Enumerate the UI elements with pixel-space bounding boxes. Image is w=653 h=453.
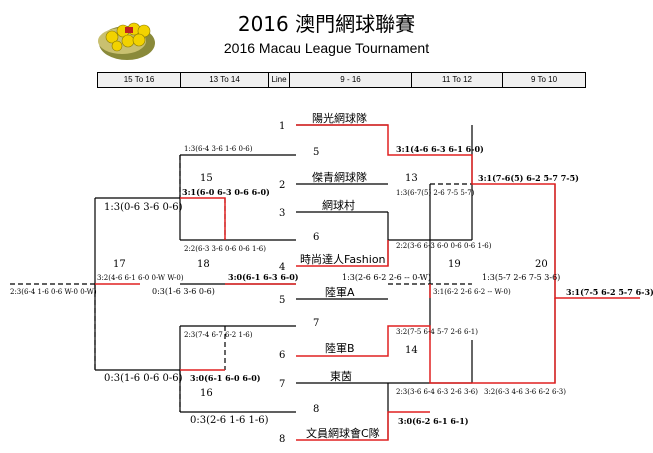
column-header-bar: 15 To 16 13 To 14 Line 9 - 16 11 To 12 9… [97, 72, 586, 88]
match-number: 17 [113, 259, 126, 270]
score: 1:3(2-6 6-2 2-6 -- 0-W) [342, 273, 431, 282]
score: 3:1(6-0 6-3 0-6 6-0) [182, 187, 270, 197]
match-number: 16 [200, 388, 213, 399]
team-name: 陽光網球隊 [312, 111, 367, 125]
line-number: 4 [279, 262, 285, 273]
line-number: 8 [279, 434, 285, 445]
winner-path [296, 240, 389, 267]
score: 1:3(6-7(5) 2-6 7-5 5-7) [396, 189, 475, 197]
winner-path [296, 411, 430, 441]
score: 2:3(7-4 6-7 6-2 1-6) [184, 331, 253, 339]
score: 3:0(6-1 6-3 6-0) [228, 272, 299, 282]
match-number: 18 [197, 259, 210, 270]
score: 2:2(3-6 6-3 6-0 0-6 0-6 1-6) [396, 242, 492, 250]
score: 0:3(1-6 0-6 0-6) [104, 373, 183, 384]
column-header: 9 - 16 [290, 73, 412, 87]
match-number: 13 [405, 173, 418, 184]
winner-path [180, 197, 226, 240]
score: 3:2(4-6 6-1 6-0 0-W W-0) [97, 274, 184, 282]
team-name: 傑青網球隊 [312, 170, 367, 184]
column-header: 15 To 16 [98, 73, 181, 87]
match-number: 8 [313, 404, 319, 415]
score: 0:3(2-6 1-6 1-6) [190, 415, 269, 426]
score: 1:3(5-7 2-6 7-5 3-6) [482, 273, 560, 282]
score: 2:3(6-4 1-6 0-6 W-0 0-W) [10, 288, 97, 296]
team-name: 陸軍B [325, 342, 355, 355]
match-number: 7 [313, 318, 319, 329]
team-name: 東茵 [330, 370, 352, 383]
winner-path [296, 124, 640, 299]
line-number: 6 [279, 350, 285, 361]
team-name: 文員網球會C隊 [306, 426, 380, 440]
column-header: Line [269, 73, 290, 87]
score: 0:3(1-6 3-6 0-6) [152, 287, 215, 296]
match-number: 5 [313, 147, 319, 158]
score: 3:2(6-3 4-6 3-6 6-2 6-3) [484, 388, 566, 396]
column-header: 13 To 14 [181, 73, 269, 87]
line-number: 3 [279, 208, 285, 219]
score: 3:1(7-5 6-2 5-7 6-3) [566, 287, 653, 297]
line-number: 5 [279, 295, 285, 306]
team-name: 網球村 [322, 198, 355, 212]
score: 3:0(6-2 6-1 6-1) [398, 416, 469, 426]
score: 2:3(3-6 6-4 6-3 2-6 3-6) [396, 388, 478, 396]
match-number: 14 [405, 345, 418, 356]
score: 1:3(6-4 3-6 1-6 0-6) [184, 145, 253, 153]
score: 3:1(4-6 6-3 6-1 6-0) [396, 144, 484, 154]
team-name: 陸軍A [325, 286, 355, 299]
score: 3:2(7-5 6-4 5-7 2-6 6-1) [396, 328, 478, 336]
winner-path [296, 298, 556, 384]
line-number: 2 [279, 180, 285, 191]
score: 3:0(6-1 6-0 6-0) [190, 373, 261, 383]
line-number: 7 [279, 379, 285, 390]
match-number: 20 [535, 259, 548, 270]
score: 2:2(6-3 3-6 0-6 0-6 1-6) [184, 245, 266, 253]
column-header: 11 To 12 [412, 73, 503, 87]
match-number: 6 [313, 232, 319, 243]
team-name: 時尚達人Fashion [300, 252, 386, 266]
line-number: 1 [279, 121, 285, 132]
score: 1:3(0-6 3-6 0-6) [104, 202, 183, 213]
page-subtitle: 2016 Macau League Tournament [223, 40, 430, 56]
page-title: 2016 澳門網球聯賽 [237, 12, 416, 36]
match-number: 19 [448, 259, 461, 270]
score: 3:1(7-6(5) 6-2 5-7 7-5) [478, 173, 579, 183]
match-number: 15 [200, 173, 213, 184]
score: 3:1(6-2 2-6 6-2 -- W-0) [433, 288, 511, 296]
column-header: 9 To 10 [530, 75, 558, 84]
